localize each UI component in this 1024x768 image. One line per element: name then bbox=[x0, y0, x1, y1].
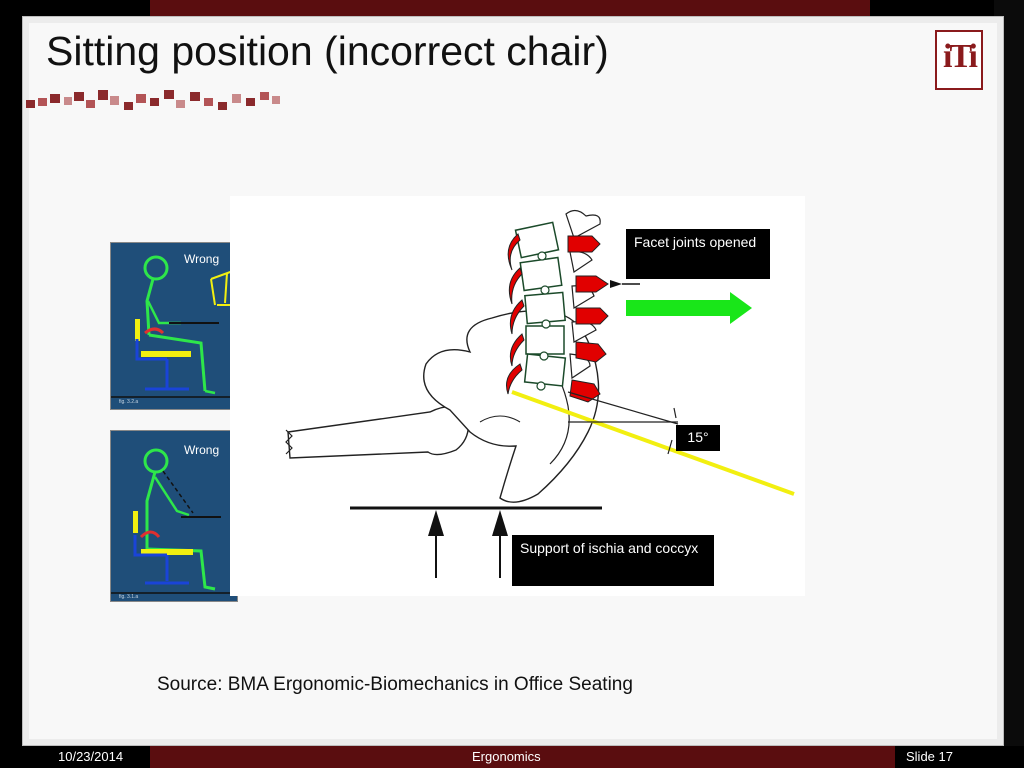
spine-pelvis-drawing bbox=[285, 209, 795, 578]
footer-topic: Ergonomics bbox=[472, 749, 541, 764]
support-callout: Support of ischia and coccyx bbox=[512, 535, 714, 586]
footer-date: 10/23/2014 bbox=[58, 749, 124, 764]
wrong-posture-figure-1: Wrong fig. 3.2.a bbox=[110, 242, 239, 410]
figure-1-caption: fig. 3.2.a bbox=[119, 399, 139, 405]
figure-2-drawing bbox=[111, 448, 239, 594]
logo-text: iTi bbox=[943, 38, 978, 75]
angle-callout: 15° bbox=[676, 425, 720, 451]
spine-pelvis-diagram bbox=[230, 196, 805, 596]
source-citation: Source: BMA Ergonomic-Biomechanics in Of… bbox=[157, 674, 633, 695]
iti-logo: iTi bbox=[935, 30, 983, 90]
facet-joints-callout: Facet joints opened bbox=[626, 229, 770, 279]
slide-title: Sitting position (incorrect chair) bbox=[46, 28, 609, 74]
figure-2-label: Wrong bbox=[184, 443, 220, 457]
figure-1-label: Wrong bbox=[184, 252, 220, 266]
decorative-squares bbox=[26, 90, 280, 110]
footer-bar: 10/23/2014 Ergonomics Slide 17 bbox=[0, 746, 1024, 768]
figure-2-caption: fig. 3.1.a bbox=[119, 594, 139, 600]
figure-1-drawing bbox=[111, 255, 239, 398]
wrong-posture-figure-2: Wrong fig. 3.1.a bbox=[110, 430, 239, 602]
footer-maroon-strip bbox=[150, 746, 895, 768]
footer-slide-number: Slide 17 bbox=[906, 749, 953, 764]
